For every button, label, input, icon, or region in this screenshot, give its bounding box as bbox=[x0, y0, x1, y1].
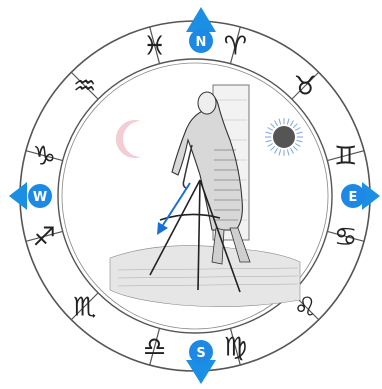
zodiac-libra-icon: ♎ bbox=[143, 333, 166, 363]
compass-east-label: E bbox=[349, 190, 358, 205]
compass-west-button[interactable]: W bbox=[9, 182, 52, 210]
zodiac-gemini-icon: ♊ bbox=[334, 142, 357, 172]
zodiac-sagittarius-icon: ♐ bbox=[33, 222, 56, 252]
compass-south-label: S bbox=[196, 346, 205, 361]
zodiac-glyphs: ♓♈♉♊♋♌♍♎♏♐♑♒ bbox=[33, 31, 358, 362]
compass-south-button[interactable]: S bbox=[186, 340, 216, 384]
compass-north-label: N bbox=[196, 35, 207, 50]
zodiac-capricorn-icon: ♑ bbox=[33, 142, 56, 172]
compass-west-label: W bbox=[33, 190, 47, 205]
zodiac-taurus-icon: ♉ bbox=[294, 72, 317, 102]
zodiac-scorpio-icon: ♏ bbox=[73, 292, 96, 322]
zodiac-aries-icon: ♈ bbox=[224, 31, 247, 61]
crescent-moon-icon bbox=[116, 120, 141, 158]
zodiac-aquarius-icon: ♒ bbox=[73, 72, 96, 102]
compass-north-button[interactable]: N bbox=[186, 7, 216, 53]
zodiac-pisces-icon: ♓ bbox=[143, 31, 166, 61]
arrow-up-icon bbox=[186, 7, 216, 32]
zodiac-cancer-icon: ♋ bbox=[334, 222, 357, 252]
arrow-left-icon bbox=[9, 182, 27, 210]
zodiac-virgo-icon: ♍ bbox=[224, 333, 247, 363]
compass-east-button[interactable]: E bbox=[341, 182, 380, 210]
sun-icon bbox=[265, 118, 303, 156]
engraving-man-with-measuring-compass-icon bbox=[110, 85, 300, 307]
